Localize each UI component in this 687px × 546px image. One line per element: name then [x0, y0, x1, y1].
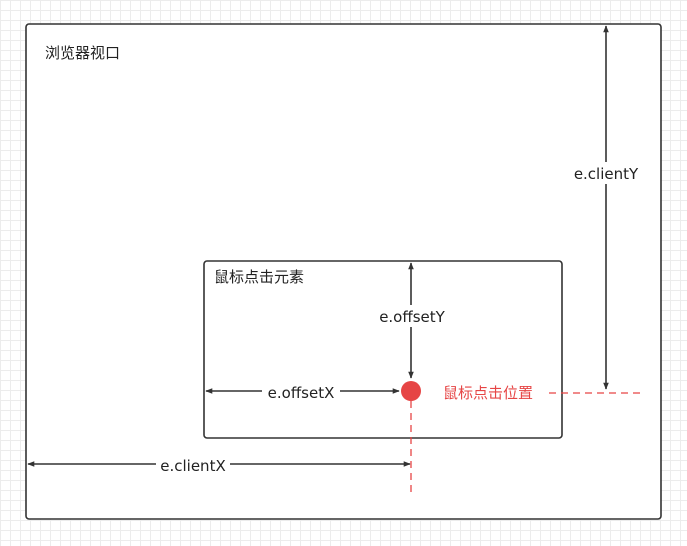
offset-y-label: e.offsetY [379, 308, 445, 326]
client-x-label: e.clientX [160, 457, 225, 475]
client-y-label-bg [572, 162, 640, 184]
offset-x-label: e.offsetX [268, 384, 335, 402]
offset-y-label-bg [372, 305, 452, 327]
client-x-label-bg [156, 455, 230, 475]
click-point-label: 鼠标点击位置 [443, 384, 533, 402]
offset-x-label-bg [262, 382, 340, 402]
client-y-label: e.clientY [574, 165, 639, 183]
element-label: 鼠标点击元素 [214, 268, 304, 286]
viewport-label: 浏览器视口 [45, 44, 120, 62]
click-point [401, 381, 421, 401]
element-box [203, 260, 563, 439]
